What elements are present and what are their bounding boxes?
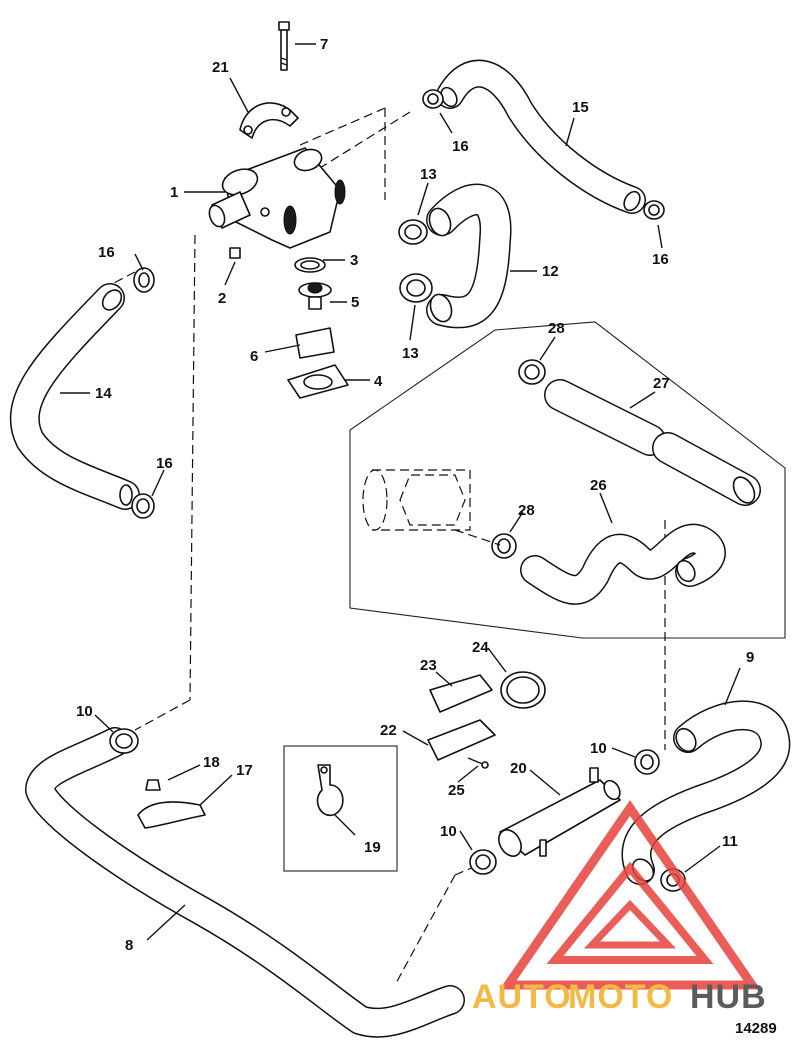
callout-7: 7 (320, 36, 328, 53)
callout-28-a: 28 (548, 320, 565, 337)
plug-2 (229, 247, 241, 259)
callout-27: 27 (653, 375, 670, 392)
clamp-10-a (109, 728, 139, 754)
assembly-lines (109, 107, 666, 986)
callout-16-d: 16 (652, 251, 669, 268)
hose-15 (436, 59, 646, 214)
callout-19: 21 (212, 59, 229, 76)
figure-number: 14289 (735, 1020, 777, 1037)
callout-10-c: 10 (440, 823, 457, 840)
callout-26: 26 (590, 477, 607, 494)
cover-6 (295, 327, 335, 359)
bracket-17 (137, 779, 206, 829)
callout-24: 24 (472, 639, 489, 656)
callout-28-b: 28 (518, 502, 535, 519)
heat-exchanger-kit-box (349, 321, 786, 639)
callout-4: 4 (374, 373, 383, 390)
hose-26 (520, 523, 726, 605)
callout-3: 3 (350, 252, 358, 269)
callout-25: 25 (448, 782, 465, 799)
callouts: 7 21 1 2 3 5 6 4 16 15 16 12 13 13 16 14… (76, 36, 754, 954)
callout-21: 19 (364, 839, 381, 856)
callout-18: 18 (203, 754, 220, 771)
bolt-7 (278, 21, 290, 71)
seal-3 (294, 257, 326, 273)
heat-exchanger-outline (362, 469, 501, 546)
clamp-10-b (634, 749, 660, 775)
clamp-detail-box (283, 745, 398, 872)
callout-16-a: 16 (452, 138, 469, 155)
hose-8 (25, 727, 465, 1038)
callout-8: 8 (125, 937, 133, 954)
watermark-hub: HUB (690, 978, 767, 1016)
callout-15: 15 (572, 99, 589, 116)
gasket-4 (287, 364, 349, 399)
watermark-text: AUTO MOTO HUB (472, 978, 767, 1016)
callout-1: 1 (170, 184, 178, 201)
callout-6: 6 (250, 348, 258, 365)
callout-10-b: 10 (590, 740, 607, 757)
clamp-28-b (491, 533, 517, 559)
hose-27 (544, 379, 761, 506)
pad-23 (429, 674, 493, 713)
callout-13-b: 13 (402, 345, 419, 362)
clamp-13-a (398, 219, 428, 245)
callout-14: 14 (95, 385, 112, 402)
watermark-logo-icon (499, 800, 761, 990)
leader-lines (60, 43, 741, 941)
bracket-19 (239, 102, 299, 139)
thermostat-5 (298, 282, 332, 310)
callout-22: 22 (380, 722, 397, 739)
p-clamp-21 (316, 764, 344, 816)
clamp-16-b (133, 267, 155, 293)
callout-20: 20 (510, 760, 527, 777)
clamp-24 (500, 671, 546, 709)
callout-23: 23 (420, 657, 437, 674)
clamp-16-c (131, 493, 155, 519)
callout-16-b: 16 (98, 244, 115, 261)
callout-17: 17 (236, 762, 253, 779)
callout-2: 2 (218, 290, 226, 307)
watermark-moto: MOTO (568, 978, 673, 1016)
callout-5: 5 (351, 294, 359, 311)
clamp-13-b (399, 273, 433, 303)
clamp-28-a (518, 359, 546, 385)
callout-16-c: 16 (156, 455, 173, 472)
clamp-16-a (422, 89, 444, 109)
pad-22 (427, 719, 496, 761)
callout-13-a: 13 (420, 166, 437, 183)
hose-14 (9, 283, 140, 510)
hose-12 (426, 183, 512, 329)
screw-25 (467, 757, 489, 769)
clamp-16-d (643, 200, 665, 220)
clamp-10-c (469, 849, 497, 875)
thermostat-housing (208, 147, 346, 249)
callout-11: 11 (722, 833, 738, 850)
callout-9: 9 (746, 649, 754, 666)
cooler-20 (498, 767, 621, 857)
callout-12: 12 (542, 263, 559, 280)
callout-10-a: 10 (76, 703, 93, 720)
watermark-auto: AUTO (472, 978, 572, 1016)
